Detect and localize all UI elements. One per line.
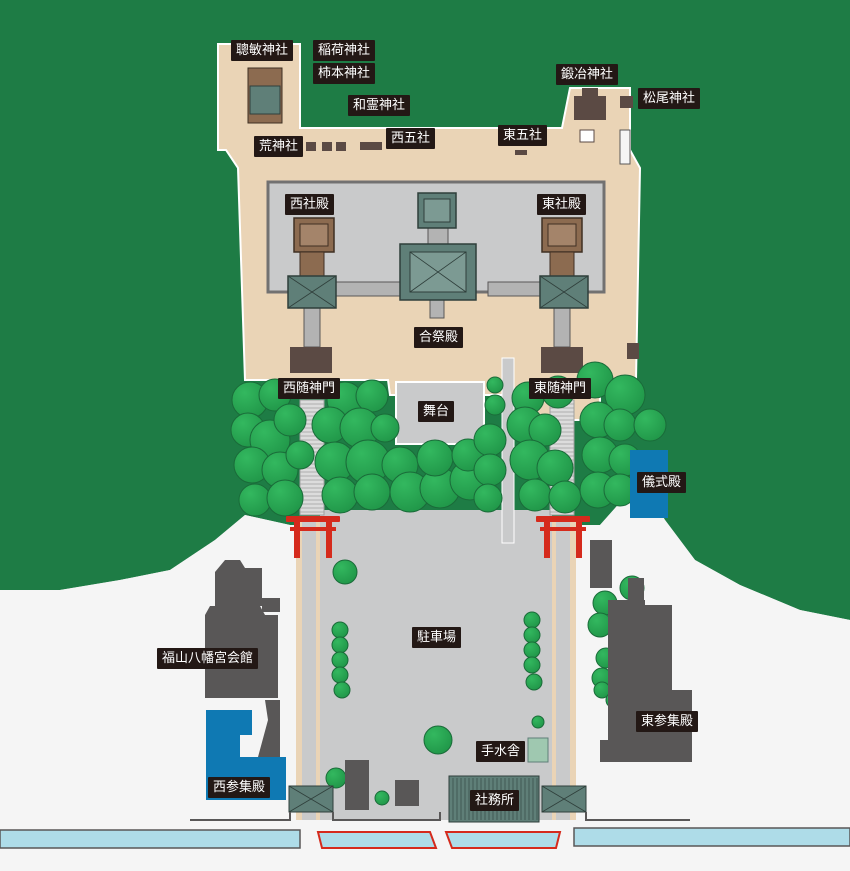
tree — [423, 725, 453, 755]
small-shrine-2 — [322, 142, 332, 151]
tree — [370, 413, 400, 443]
west-front-gate — [288, 785, 334, 813]
tree — [331, 621, 349, 639]
tree — [355, 379, 389, 413]
east-shaden — [539, 217, 589, 309]
tree — [374, 790, 390, 806]
small-shrine-5 — [515, 150, 527, 155]
label-kaikan: 福山八幡宮会館 — [157, 648, 259, 669]
tree — [273, 403, 307, 437]
small-building-east — [627, 343, 639, 359]
label-inari-shrine: 稲荷神社 — [313, 40, 376, 61]
tree — [353, 473, 391, 511]
parking-structure-1 — [345, 760, 369, 810]
small-shrine-1 — [306, 142, 316, 151]
tree — [548, 480, 582, 514]
temizu-roof — [527, 737, 549, 763]
east-gate-building — [541, 347, 583, 373]
label-nishi-sanshu-hall: 西参集殿 — [208, 777, 271, 798]
torii-gates — [286, 516, 590, 558]
label-stage: 舞台 — [418, 401, 455, 422]
label-higashi-sanshu-hall: 東参集殿 — [636, 711, 699, 732]
tree — [484, 394, 506, 416]
tree — [531, 715, 545, 729]
tree — [473, 453, 507, 487]
east-front-gate — [541, 785, 587, 813]
tree — [603, 408, 637, 442]
label-temizu: 手水舎 — [476, 741, 526, 762]
tree — [528, 413, 562, 447]
tree — [518, 478, 552, 512]
small-shrine-3 — [336, 142, 346, 151]
kaji-shrine — [574, 88, 633, 165]
label-higashi-go: 東五社 — [498, 125, 548, 146]
tree — [523, 626, 541, 644]
label-kakimoto-shrine: 柿本神社 — [313, 63, 376, 84]
tree — [633, 408, 667, 442]
tree — [285, 440, 315, 470]
tree — [332, 559, 358, 585]
east-building-2 — [628, 578, 644, 600]
tree — [416, 439, 454, 477]
tree — [486, 376, 504, 394]
chobin-shrine — [247, 67, 283, 124]
tree — [321, 476, 359, 514]
east-building-1 — [590, 540, 612, 588]
tree — [523, 641, 541, 659]
label-nishi-zuishin-gate: 西随神門 — [278, 378, 341, 399]
label-nishi-go: 西五社 — [386, 128, 436, 149]
tree — [473, 423, 507, 457]
west-gate-building — [290, 347, 332, 373]
tree — [525, 673, 543, 691]
tree — [333, 681, 351, 699]
label-kanjin-shrine: 荒神社 — [254, 136, 304, 157]
label-matsuo-shrine: 松尾神社 — [638, 88, 701, 109]
label-higashi-shaden: 東社殿 — [537, 194, 587, 215]
label-nishi-shaden: 西社殿 — [285, 194, 335, 215]
tree — [473, 483, 503, 513]
west-building-top — [215, 560, 262, 606]
label-higashi-zuishin-gate: 東随神門 — [529, 378, 592, 399]
tree — [238, 483, 272, 517]
west-shaden — [287, 217, 337, 309]
tree — [266, 479, 304, 517]
label-chobin-shrine: 聰敏神社 — [231, 40, 294, 61]
tree — [325, 767, 347, 789]
tree — [331, 636, 349, 654]
label-gishiki-hall: 儀式殿 — [637, 472, 687, 493]
label-wakei-shrine: 和霊神社 — [348, 95, 411, 116]
tree — [523, 656, 541, 674]
label-shamusho: 社務所 — [470, 790, 520, 811]
label-gosai-hall: 合祭殿 — [414, 327, 464, 348]
label-kaji-shrine: 鍛冶神社 — [556, 64, 619, 85]
tree — [331, 666, 349, 684]
canal — [0, 827, 850, 849]
small-shrine-4 — [360, 142, 382, 150]
parking-structure-2 — [395, 780, 419, 806]
main-hall — [399, 192, 477, 301]
tree — [523, 611, 541, 629]
label-parking: 駐車場 — [412, 627, 462, 648]
tree — [331, 651, 349, 669]
